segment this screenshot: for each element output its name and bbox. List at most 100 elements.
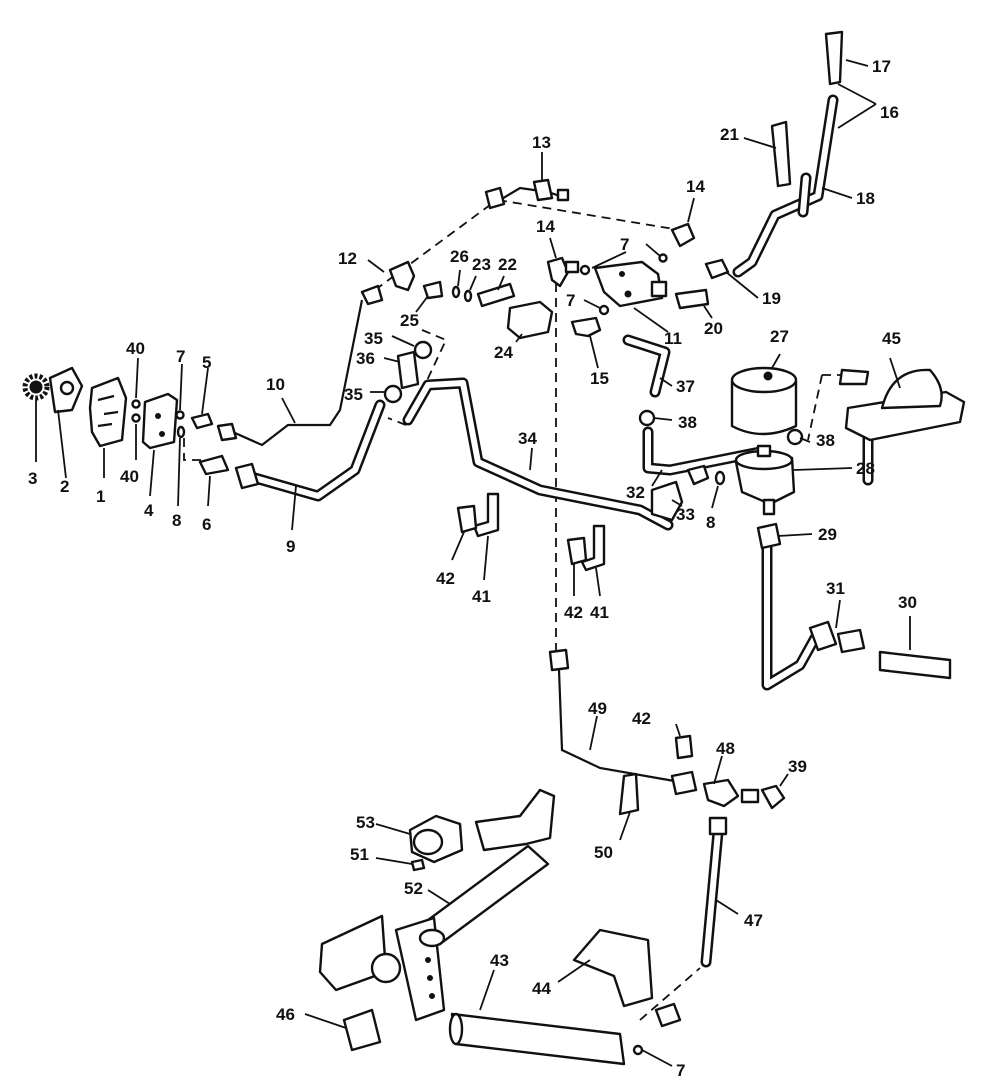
callout-49: 49 xyxy=(588,699,607,718)
part-1-body xyxy=(88,376,128,448)
callout-35a: 35 xyxy=(364,329,383,348)
callout-19: 19 xyxy=(762,289,781,308)
callout-33: 33 xyxy=(676,505,695,524)
fuel-lines xyxy=(234,94,874,968)
part-12-elbow xyxy=(360,260,416,306)
callout-31: 31 xyxy=(826,579,845,598)
part-6-fitting xyxy=(198,454,230,476)
callout-52: 52 xyxy=(404,879,423,898)
part-48-tee xyxy=(702,778,740,808)
callout-1: 1 xyxy=(96,487,105,506)
callout-6: 6 xyxy=(202,515,211,534)
callout-46: 46 xyxy=(276,1005,295,1024)
callout-38a: 38 xyxy=(678,413,697,432)
callout-42c: 42 xyxy=(632,709,651,728)
part-42-clip-c xyxy=(674,734,694,760)
part-4-block xyxy=(141,392,179,450)
part-30-pipe xyxy=(878,650,952,680)
callout-8a: 8 xyxy=(172,511,181,530)
line-10 xyxy=(234,299,364,447)
part-21-bracket xyxy=(770,120,792,188)
part-29-nut xyxy=(756,522,782,550)
callout-8b: 8 xyxy=(706,513,715,532)
callout-7e: 7 xyxy=(676,1061,685,1080)
part-19-spring xyxy=(704,258,730,280)
callout-53: 53 xyxy=(356,813,375,832)
callout-40a: 40 xyxy=(126,339,145,358)
callout-35b: 35 xyxy=(344,385,363,404)
callout-18: 18 xyxy=(856,189,875,208)
line-13 xyxy=(499,186,561,201)
callout-16: 16 xyxy=(880,103,899,122)
callout-17: 17 xyxy=(872,57,891,76)
callout-43: 43 xyxy=(490,951,509,970)
part-35-clamp-a xyxy=(413,340,433,360)
callout-47: 47 xyxy=(744,911,763,930)
callout-22: 22 xyxy=(498,255,517,274)
part-43-pin xyxy=(450,1012,626,1066)
part-28-base xyxy=(734,444,796,516)
part-52-shaft-assembly xyxy=(318,788,556,1022)
part-50-bracket xyxy=(618,772,640,816)
part-45-tank-cover xyxy=(838,368,966,442)
part-15-tee xyxy=(570,316,602,338)
part-17-hose xyxy=(824,30,844,86)
callout-7d: 7 xyxy=(566,291,575,310)
callout-3: 3 xyxy=(28,469,37,488)
callout-39: 39 xyxy=(788,757,807,776)
callout-28: 28 xyxy=(856,459,875,478)
part-33-elbow xyxy=(650,480,684,522)
callout-45: 45 xyxy=(882,329,901,348)
part-14-elbow-b xyxy=(670,222,696,248)
callout-37: 37 xyxy=(676,377,695,396)
part-23-ring xyxy=(463,289,473,303)
part-26-ring xyxy=(451,285,461,299)
callout-51: 51 xyxy=(350,845,369,864)
callout-36: 36 xyxy=(356,349,375,368)
callout-32: 32 xyxy=(626,483,645,502)
part-14-elbow-a xyxy=(546,256,580,288)
callout-26: 26 xyxy=(450,247,469,266)
callout-20: 20 xyxy=(704,319,723,338)
callout-50: 50 xyxy=(594,843,613,862)
callout-12: 12 xyxy=(338,249,357,268)
part-42-clip-b xyxy=(566,536,588,566)
callout-13: 13 xyxy=(532,133,551,152)
part-25-fitting xyxy=(422,280,444,300)
part-46-clip xyxy=(342,1008,382,1052)
part-41-bracket-a xyxy=(472,492,500,538)
part-39-nut xyxy=(760,784,786,810)
callout-9: 9 xyxy=(286,537,295,556)
callout-5: 5 xyxy=(202,353,211,372)
part-36-hose xyxy=(396,350,420,390)
part-7-oring xyxy=(175,410,185,420)
part-11-valve xyxy=(593,260,668,308)
part-5-fitting xyxy=(190,412,214,430)
part-3-cap xyxy=(22,373,50,401)
callout-4: 4 xyxy=(144,501,154,520)
callout-42a: 42 xyxy=(436,569,455,588)
callout-48: 48 xyxy=(716,739,735,758)
callout-34: 34 xyxy=(518,429,537,448)
part-22-shaft xyxy=(476,282,516,308)
part-8-washer xyxy=(176,425,186,439)
part-24-sleeve xyxy=(506,300,554,340)
parts xyxy=(22,30,966,1066)
callout-7a: 7 xyxy=(176,347,185,366)
callout-labels: 1 2 3 4 5 6 7 7 7 7 7 8 8 9 10 11 12 13 … xyxy=(28,57,917,1080)
part-41-bracket-b xyxy=(580,524,606,572)
part-40-oring xyxy=(131,399,141,409)
line-29 xyxy=(761,539,821,691)
callout-41b: 41 xyxy=(590,603,609,622)
callout-29: 29 xyxy=(818,525,837,544)
callout-44: 44 xyxy=(532,979,551,998)
callout-15: 15 xyxy=(590,369,609,388)
callout-42b: 42 xyxy=(564,603,583,622)
part-7-oring-e xyxy=(632,1044,644,1056)
callout-38b: 38 xyxy=(816,431,835,450)
part-44-bracket xyxy=(572,928,654,1008)
callout-24: 24 xyxy=(494,343,513,362)
callout-27: 27 xyxy=(770,327,789,346)
callout-41a: 41 xyxy=(472,587,491,606)
part-38-clamp-b xyxy=(786,428,804,446)
